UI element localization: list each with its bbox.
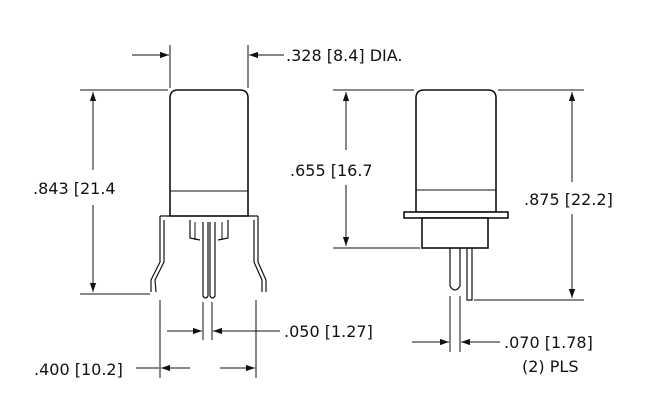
pin-width-dimension: .050 [1.27] — [167, 302, 373, 341]
left-center-pins — [189, 220, 229, 241]
right-inner-height-label: .655 [16.7 — [290, 161, 373, 180]
left-component-view — [150, 89, 267, 299]
pin-width-label: .050 [1.27] — [284, 322, 373, 341]
left-height-label: .843 [21.4 — [33, 179, 116, 198]
right-component-view — [403, 89, 509, 301]
right-cylinder-body — [415, 89, 497, 213]
overall-width-label: .400 [10.2] — [34, 360, 123, 379]
right-total-height-label: .875 [22.2] — [524, 190, 613, 209]
left-bracket-right-leg — [253, 216, 267, 292]
left-bracket-left-leg — [150, 216, 165, 293]
left-cylinder-body — [169, 89, 249, 217]
overall-width-dimension: .400 [10.2] — [34, 300, 257, 379]
right-total-height-dimension: .875 [22.2] — [474, 89, 613, 301]
right-pin-left — [449, 248, 461, 291]
left-pin-a — [202, 222, 209, 299]
left-pin-b — [209, 222, 216, 299]
right-inner-height-dimension: .655 [16.7 — [290, 89, 420, 249]
right-flange — [403, 211, 509, 219]
right-pin-width-dimension: .070 [1.78] (2) PLS — [412, 296, 593, 376]
diameter-label: .328 [8.4] DIA. — [286, 46, 403, 65]
right-pin-right — [466, 248, 473, 301]
right-base-block — [421, 217, 489, 249]
right-pin-width-label: .070 [1.78] — [504, 333, 593, 352]
places-note: (2) PLS — [522, 357, 578, 376]
diameter-dimension: .328 [8.4] DIA. — [132, 45, 403, 88]
left-height-dimension: .843 [21.4 — [33, 89, 168, 295]
